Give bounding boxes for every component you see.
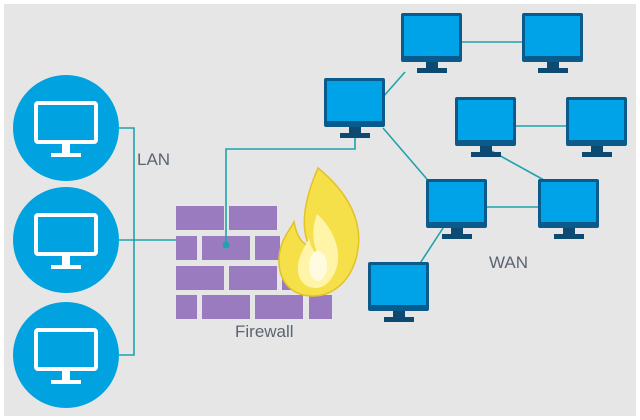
lan-label: LAN [137,150,171,169]
lan-connections [119,127,176,356]
wan-computer-6 [426,179,487,239]
connection-dot [222,241,230,249]
computer-icon [34,101,98,144]
wan-computer-2 [522,13,583,73]
lan-computer-1 [13,75,119,181]
computer-icon [34,213,98,256]
computer-icon [566,97,627,157]
computer-icon [368,262,429,322]
wan-computer-1 [401,13,462,73]
computer-icon [34,328,98,371]
wan-computer-4 [455,97,516,157]
wan-computer-8 [368,262,429,322]
firewall-label: Firewall [235,322,294,341]
wan-computer-5 [566,97,627,157]
computer-icon [455,97,516,157]
lan-computer-3 [13,302,119,408]
computer-icon [522,13,583,73]
computer-icon [401,13,462,73]
lan-computer-2 [13,187,119,293]
computer-icon [538,179,599,239]
wan-label: WAN [489,253,529,272]
wan-computer-3 [324,78,385,138]
brick-wall-icon [176,206,332,319]
firewall-wan-connection [222,138,356,249]
wan-connections [382,41,568,269]
flame-icon [278,166,360,297]
computer-icon [426,179,487,239]
wan-computer-7 [538,179,599,239]
lan-bus-line [119,127,135,356]
computer-icon [324,78,385,138]
